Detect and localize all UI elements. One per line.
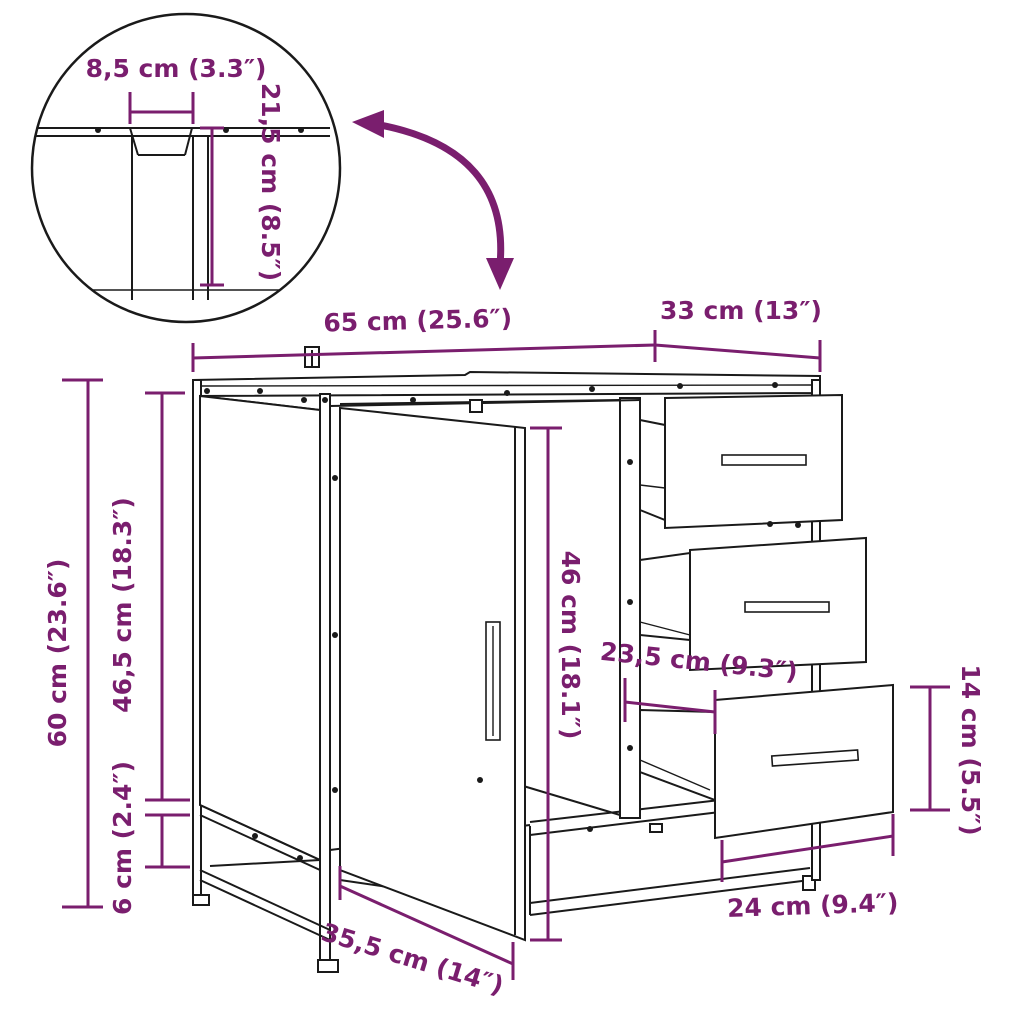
drawer-top (664, 393, 843, 530)
screws (204, 382, 801, 861)
dim-width: 65 cm (25.6″) (323, 304, 512, 338)
dim-detail-width: 8,5 cm (3.3″) (86, 54, 267, 83)
dim-inner-height: 46,5 cm (18.3″) (108, 497, 137, 713)
dimension-lines (62, 330, 950, 980)
detail-zoom-circle (30, 12, 342, 324)
curved-arrow-icon (352, 110, 514, 290)
dim-depth: 35,5 cm (14″) (318, 917, 507, 1000)
dim-total-height: 60 cm (23.6″) (43, 559, 72, 748)
drawer-bottom (714, 683, 894, 840)
dim-leg-height: 6 cm (2.4″) (108, 761, 137, 915)
drawer-middle (689, 536, 867, 672)
dim-drawer-width: 24 cm (9.4″) (727, 888, 899, 923)
dim-drawer-height: 14 cm (5.5″) (956, 664, 985, 835)
dim-detail-height: 21,5 cm (8.5″) (256, 83, 285, 281)
cabinet-body (192, 346, 821, 973)
dim-door-height: 46 cm (18.1″) (556, 551, 585, 740)
dim-drawer-depth: 33 cm (13″) (660, 296, 822, 325)
